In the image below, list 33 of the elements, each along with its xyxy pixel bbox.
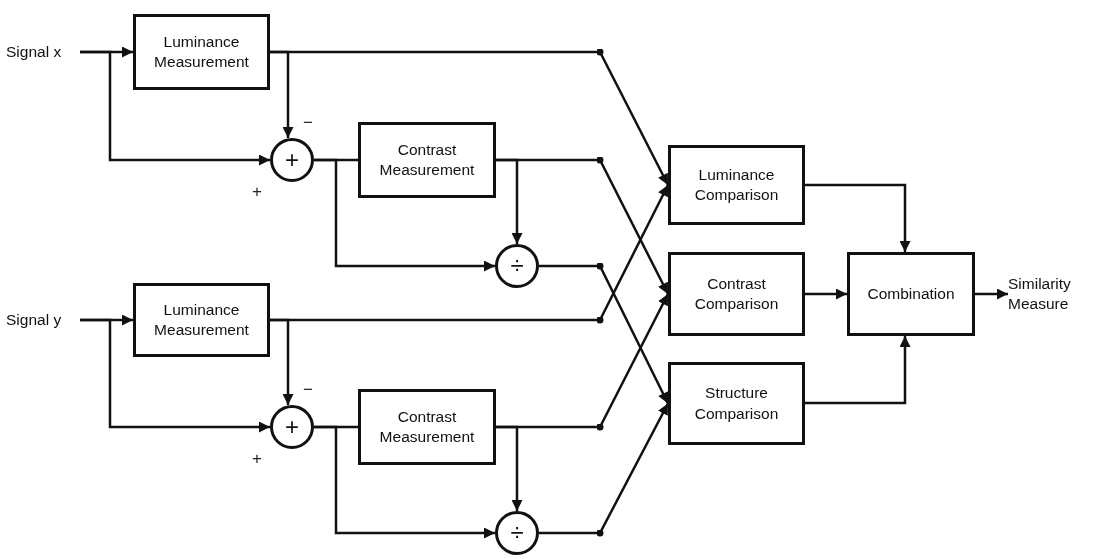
sign-label: − [303,114,313,131]
arrow [496,157,670,295]
arrow [80,318,270,433]
process-box: Luminance Measurement [133,283,270,357]
signal-label: Signal y [6,308,80,332]
sign-label: − [303,381,313,398]
process-box: Contrast Comparison [668,252,805,336]
arrow [314,425,495,539]
arrow [270,184,670,324]
process-box: Contrast Measurement [358,389,496,465]
sign-label: + [252,450,262,467]
arrow [975,288,1008,300]
arrow [805,183,911,252]
operator-circle: + [270,138,314,182]
process-box: Contrast Measurement [358,122,496,198]
arrow [805,288,847,300]
arrow [496,293,670,431]
arrow [805,336,911,405]
signal-label: Signal x [6,40,80,64]
process-box: Luminance Comparison [668,145,805,225]
arrow [539,263,670,405]
operator-circle: + [270,405,314,449]
arrow [539,402,670,537]
operator-circle: ÷ [495,244,539,288]
arrow [80,50,270,166]
signal-label: Similarity Measure [1008,270,1094,318]
sign-label: + [252,183,262,200]
arrow [270,49,670,186]
process-box: Structure Comparison [668,362,805,445]
operator-circle: ÷ [495,511,539,555]
process-box: Combination [847,252,975,336]
arrow [314,158,495,272]
process-box: Luminance Measurement [133,14,270,90]
